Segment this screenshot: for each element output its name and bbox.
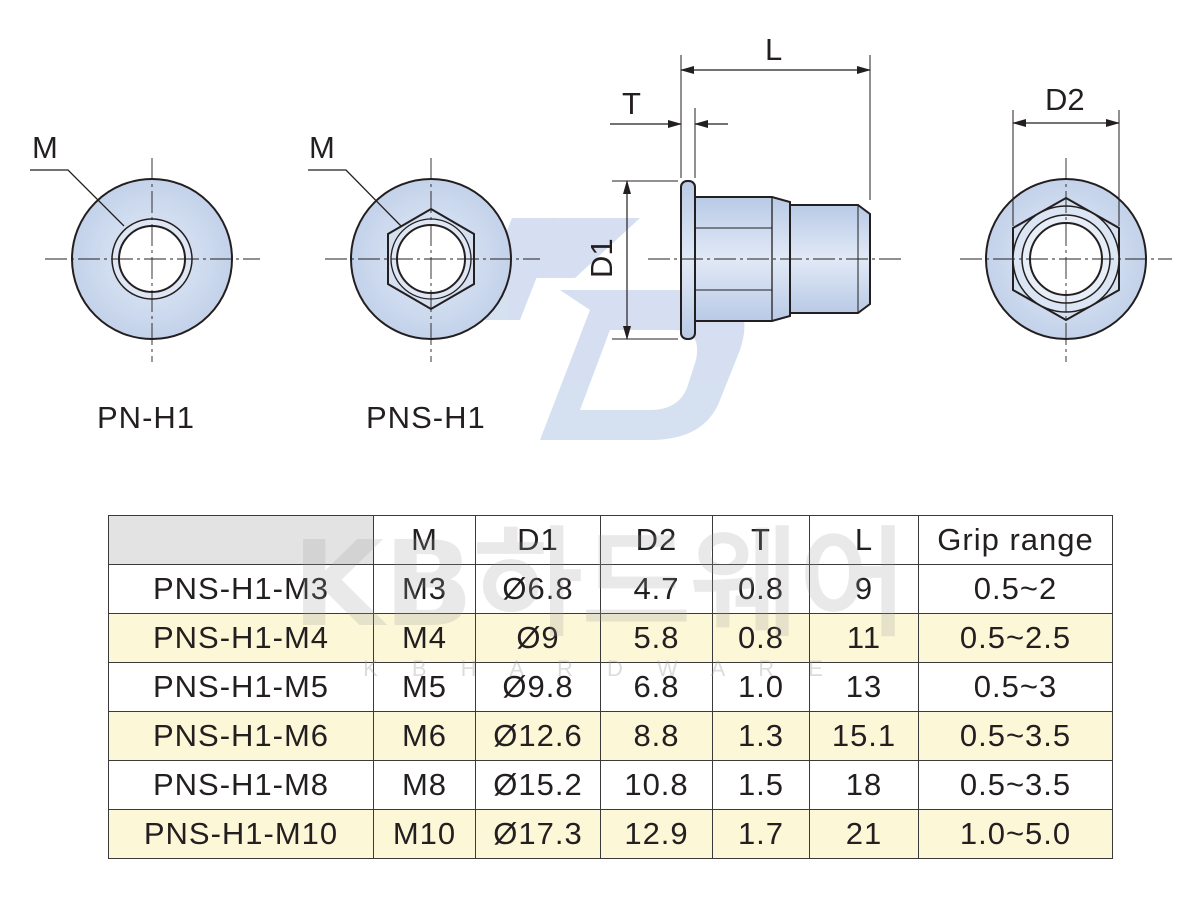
cell-d1: Ø9.8 xyxy=(475,662,601,712)
cell-t: 0.8 xyxy=(712,564,810,614)
dim-label-d2: D2 xyxy=(1045,82,1085,117)
cell-l: 18 xyxy=(809,760,919,810)
header-cell-d1: D1 xyxy=(475,515,601,565)
cell-m: M10 xyxy=(373,809,476,859)
cell-d2: 6.8 xyxy=(600,662,713,712)
cell-l: 21 xyxy=(809,809,919,859)
cell-d1: Ø15.2 xyxy=(475,760,601,810)
cell-d2: 10.8 xyxy=(600,760,713,810)
pns-h1-view xyxy=(308,158,540,362)
cell-l: 13 xyxy=(809,662,919,712)
cell-d1: Ø9 xyxy=(475,613,601,663)
cell-t: 1.3 xyxy=(712,711,810,761)
cell-m: M3 xyxy=(373,564,476,614)
cell-t: 1.0 xyxy=(712,662,810,712)
cell-l: 15.1 xyxy=(809,711,919,761)
cell-t: 1.7 xyxy=(712,809,810,859)
cell-model: PNS-H1-M3 xyxy=(108,564,374,614)
cell-d1: Ø17.3 xyxy=(475,809,601,859)
cell-grip-range: 0.5~3 xyxy=(918,662,1113,712)
cell-t: 1.5 xyxy=(712,760,810,810)
cell-d2: 4.7 xyxy=(600,564,713,614)
side-view xyxy=(610,55,905,340)
cell-model: PNS-H1-M8 xyxy=(108,760,374,810)
cell-grip-range: 0.5~3.5 xyxy=(918,711,1113,761)
pns-h1-caption: PNS-H1 xyxy=(366,400,486,435)
cell-model: PNS-H1-M10 xyxy=(108,809,374,859)
cell-model: PNS-H1-M6 xyxy=(108,711,374,761)
cell-d1: Ø6.8 xyxy=(475,564,601,614)
cell-d2: 8.8 xyxy=(600,711,713,761)
cell-m: M8 xyxy=(373,760,476,810)
cell-m: M6 xyxy=(373,711,476,761)
spec-table: M D1 D2 T L Grip range PNS-H1-M3 M3 Ø6.8… xyxy=(108,515,1113,859)
header-cell-grip-range: Grip range xyxy=(918,515,1113,565)
m-label-right: M xyxy=(309,130,335,165)
cell-grip-range: 1.0~5.0 xyxy=(918,809,1113,859)
flange-end-view xyxy=(960,110,1172,362)
cell-t: 0.8 xyxy=(712,613,810,663)
table-row: PNS-H1-M8 M8 Ø15.2 10.8 1.5 18 0.5~3.5 xyxy=(108,760,1113,810)
pn-h1-view xyxy=(30,158,260,362)
cell-d1: Ø12.6 xyxy=(475,711,601,761)
cell-l: 11 xyxy=(809,613,919,663)
pn-h1-caption: PN-H1 xyxy=(97,400,195,435)
cell-m: M5 xyxy=(373,662,476,712)
header-cell-d2: D2 xyxy=(600,515,713,565)
cell-model: PNS-H1-M5 xyxy=(108,662,374,712)
table-row: PNS-H1-M3 M3 Ø6.8 4.7 0.8 9 0.5~2 xyxy=(108,564,1113,614)
cell-m: M4 xyxy=(373,613,476,663)
cell-d2: 12.9 xyxy=(600,809,713,859)
header-cell-m: M xyxy=(373,515,476,565)
dim-label-t: T xyxy=(622,86,641,121)
header-cell-t: T xyxy=(712,515,810,565)
cell-model: PNS-H1-M4 xyxy=(108,613,374,663)
m-label-left: M xyxy=(32,130,58,165)
technical-drawing: M M PN-H1 PNS-H1 L T D2 D1 xyxy=(30,32,1172,440)
dim-label-l: L xyxy=(765,32,782,67)
dim-label-d1: D1 xyxy=(584,238,619,278)
cell-l: 9 xyxy=(809,564,919,614)
table-header-row: M D1 D2 T L Grip range xyxy=(108,515,1113,565)
table-row: PNS-H1-M5 M5 Ø9.8 6.8 1.0 13 0.5~3 xyxy=(108,662,1113,712)
table-row: PNS-H1-M6 M6 Ø12.6 8.8 1.3 15.1 0.5~3.5 xyxy=(108,711,1113,761)
cell-grip-range: 0.5~3.5 xyxy=(918,760,1113,810)
table-row: PNS-H1-M10 M10 Ø17.3 12.9 1.7 21 1.0~5.0 xyxy=(108,809,1113,859)
cell-grip-range: 0.5~2.5 xyxy=(918,613,1113,663)
header-cell-l: L xyxy=(809,515,919,565)
header-cell-blank xyxy=(108,515,374,565)
cell-d2: 5.8 xyxy=(600,613,713,663)
table-row: PNS-H1-M4 M4 Ø9 5.8 0.8 11 0.5~2.5 xyxy=(108,613,1113,663)
cell-grip-range: 0.5~2 xyxy=(918,564,1113,614)
